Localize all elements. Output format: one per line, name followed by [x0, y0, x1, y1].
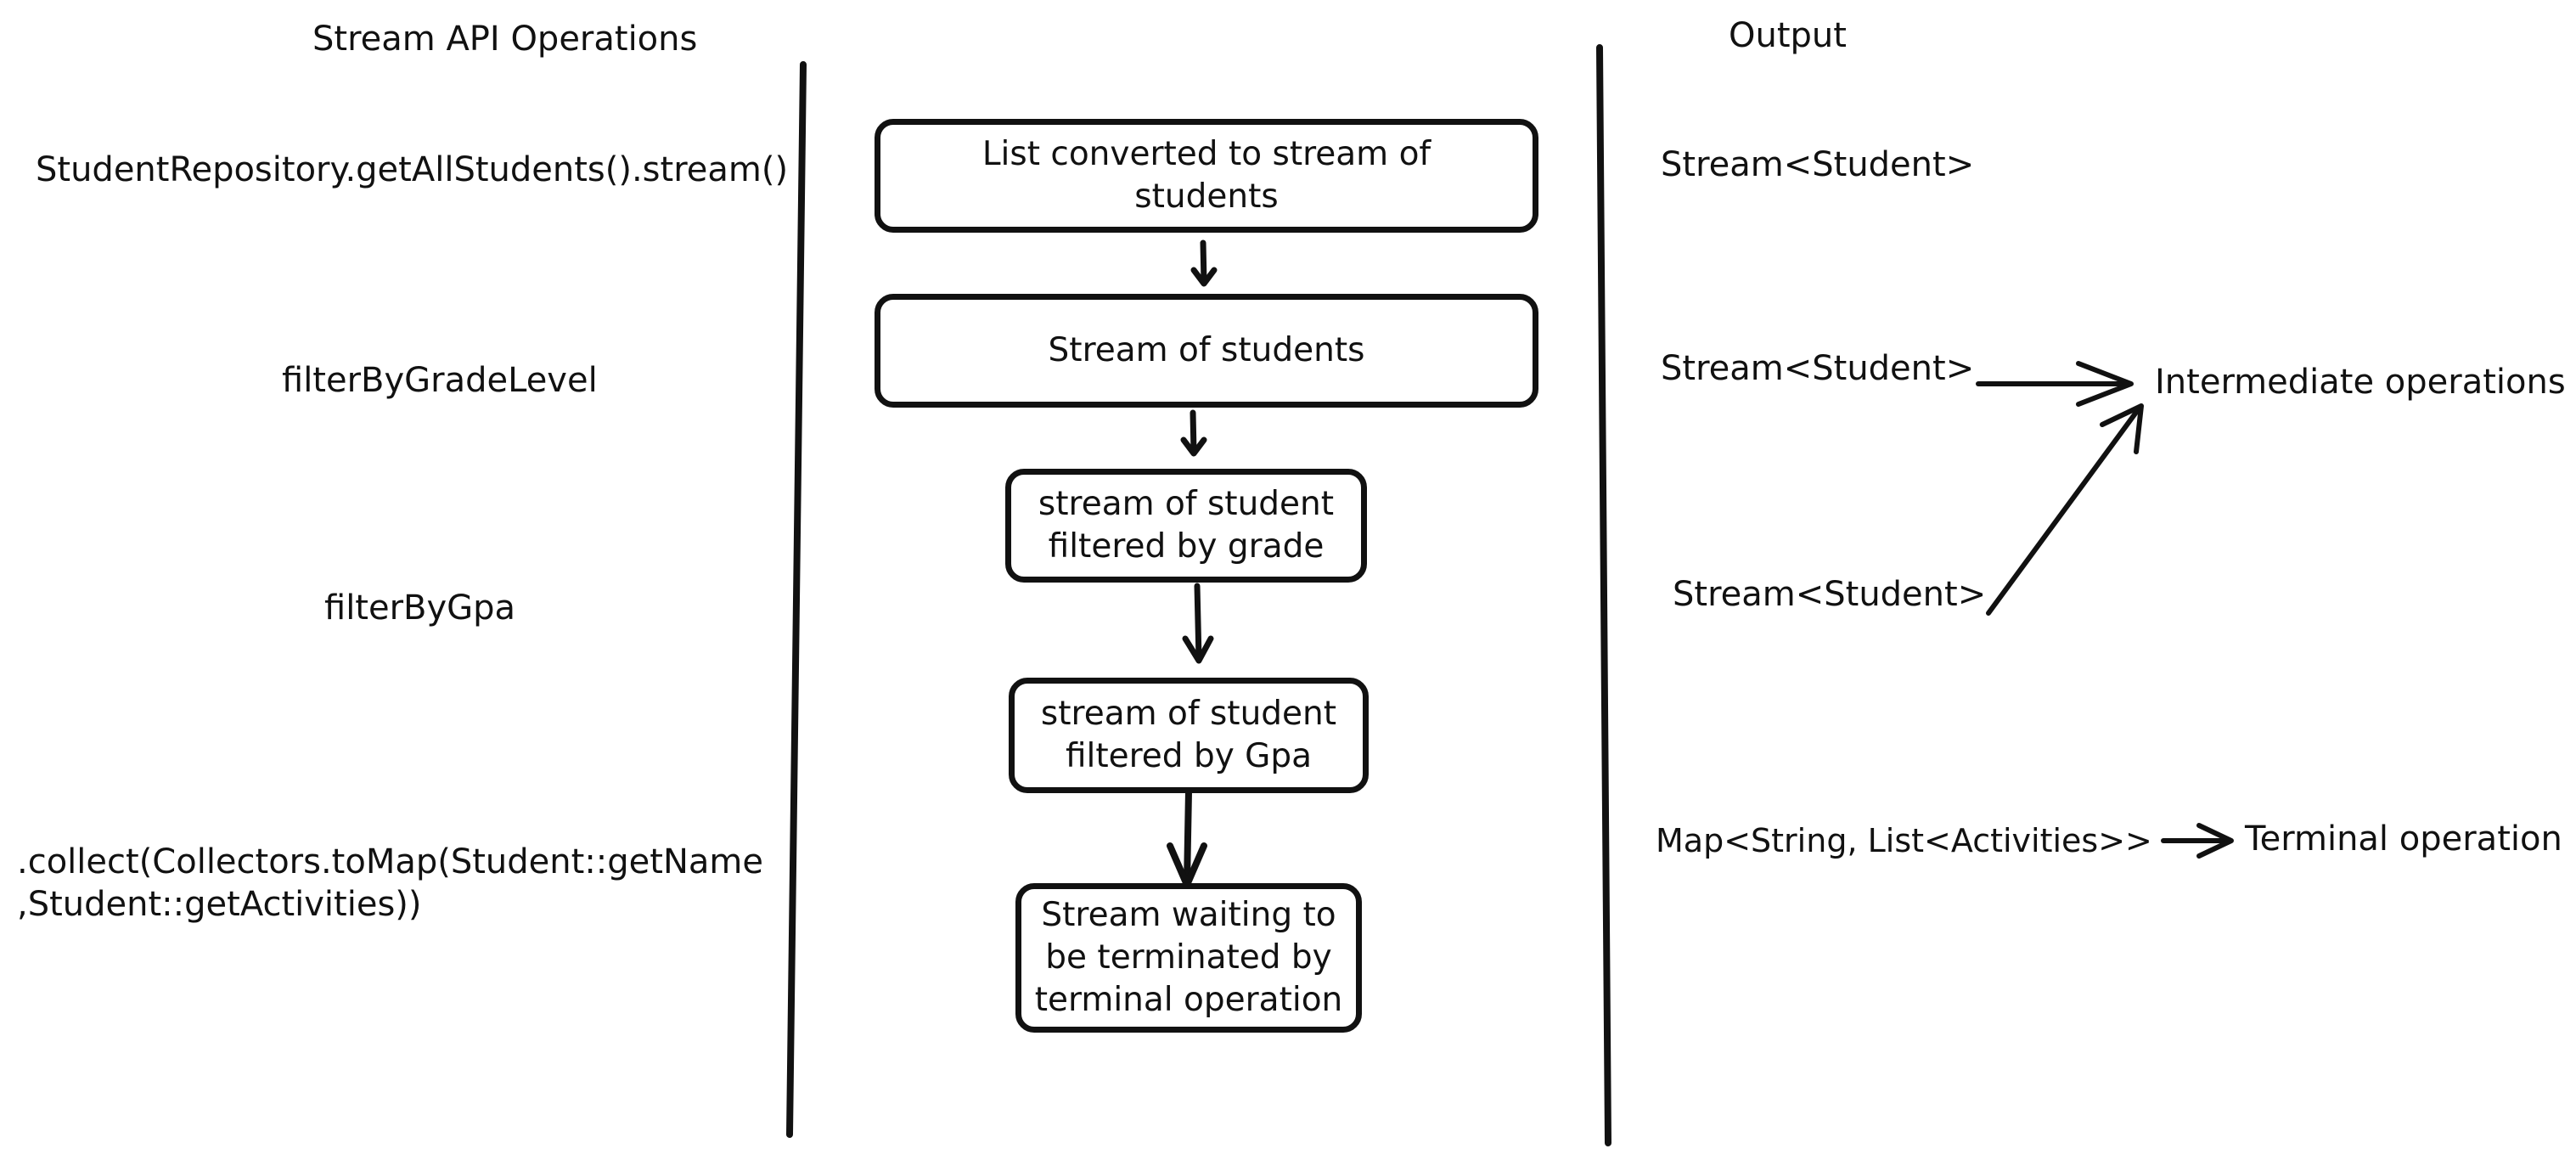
- output-stream-student-3: Stream<Student>: [1673, 575, 1987, 614]
- flow-box-filtered-by-grade: stream of student filtered by grade: [1005, 469, 1367, 583]
- terminal-operation-label: Terminal operation: [2245, 819, 2562, 859]
- flow-box-awaiting-terminal: Stream waiting to be terminated by termi…: [1015, 883, 1362, 1033]
- flow-box-awaiting-terminal-text: Stream waiting to be terminated by termi…: [1034, 896, 1343, 1019]
- output-header: Output: [1729, 16, 1847, 55]
- operation-filter-by-grade-level: filterByGradeLevel: [282, 361, 598, 400]
- flow-arrow-2: [1180, 409, 1207, 457]
- output-stream-student-2: Stream<Student>: [1661, 349, 1975, 388]
- flow-arrow-3: [1182, 583, 1214, 664]
- flow-box-list-to-stream: List converted to stream of students: [875, 119, 1538, 233]
- flow-box-list-to-stream-text: List converted to stream of students: [981, 135, 1431, 216]
- right-column-divider: [1596, 44, 1611, 1146]
- flow-box-stream-of-students-text: Stream of students: [1048, 331, 1365, 369]
- flow-box-stream-of-students: Stream of students: [875, 294, 1538, 408]
- operation-get-all-students-stream: StudentRepository.getAllStudents().strea…: [36, 150, 789, 189]
- flow-arrow-1: [1190, 239, 1218, 287]
- intermediate-arrow-from-output-2: [1976, 361, 2134, 407]
- operations-header: Stream API Operations: [312, 20, 698, 59]
- terminal-arrow: [2161, 823, 2234, 859]
- flow-box-filtered-by-grade-text: stream of student filtered by grade: [1038, 485, 1335, 566]
- operation-collect-to-map: .collect(Collectors.toMap(Student::getNa…: [17, 842, 763, 924]
- flow-box-filtered-by-gpa: stream of student filtered by Gpa: [1009, 678, 1369, 793]
- intermediate-operations-label: Intermediate operations: [2155, 363, 2566, 402]
- output-stream-student-1: Stream<Student>: [1661, 145, 1975, 184]
- left-column-divider: [786, 61, 807, 1138]
- flow-arrow-4: [1167, 788, 1207, 888]
- operation-filter-by-gpa: filterByGpa: [324, 588, 516, 628]
- output-map: Map<String, List<Activities>>: [1656, 822, 2152, 859]
- flow-box-filtered-by-gpa-text: stream of student filtered by Gpa: [1040, 695, 1337, 775]
- intermediate-arrow-from-output-3: [1986, 403, 2144, 616]
